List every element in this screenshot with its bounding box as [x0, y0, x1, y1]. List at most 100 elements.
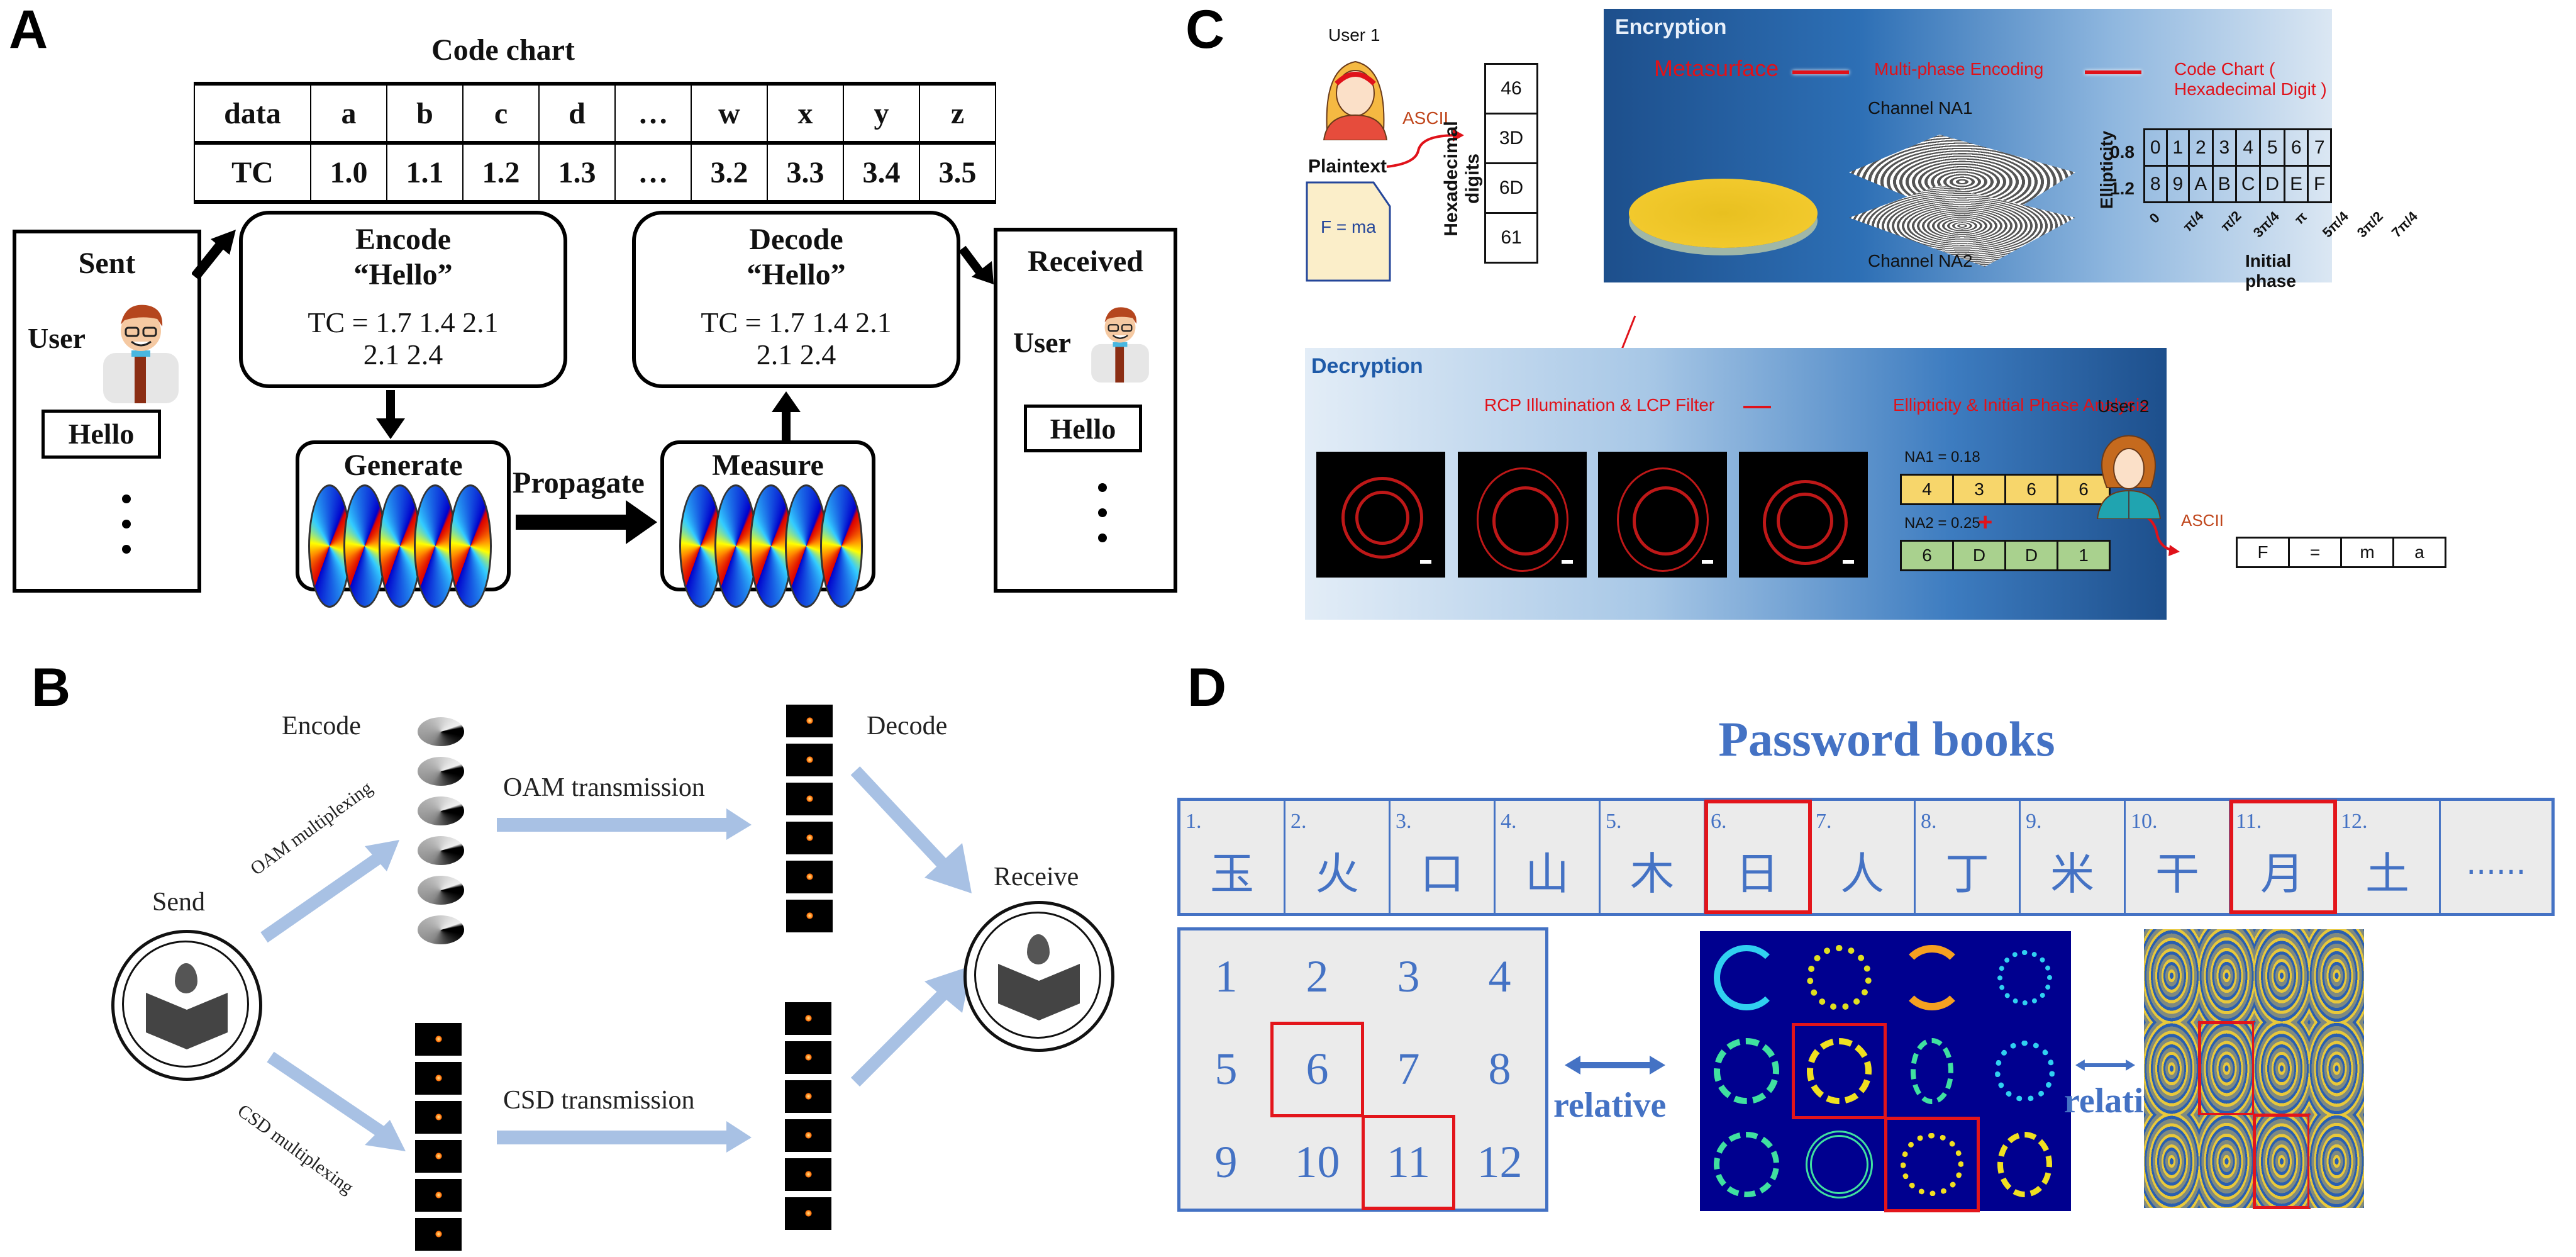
send-label: Send [152, 888, 205, 917]
grid-number-selected: 11 [1362, 1114, 1455, 1210]
hex-code-cell: 7 [2307, 128, 2332, 167]
hex-code-cell: 1 [2165, 128, 2190, 167]
password-book-cell: 4. 山 [1496, 801, 1601, 913]
password-book-char: 土 [2365, 848, 2409, 900]
csd-transmission-label: CSD transmission [503, 1086, 695, 1115]
hologram-image [1458, 452, 1587, 578]
hex-code-cell: 5 [2259, 128, 2285, 167]
arrow-down-icon [376, 390, 405, 439]
code-chart-cell: TC [194, 142, 311, 204]
csd-spot-image [415, 1179, 462, 1212]
sent-message-bubble: Hello [42, 410, 161, 459]
intensity-pattern [1911, 1038, 1953, 1104]
intensity-pattern-grid [1700, 931, 2071, 1212]
password-book-number: 10. [2131, 810, 2158, 833]
result-cell: m [2340, 537, 2394, 568]
phase-tick: π/4 [2179, 208, 2207, 235]
grid-number-selected: 6 [1270, 1022, 1364, 1117]
vortex-phase-image [449, 484, 492, 608]
hex-code-cell: C [2235, 165, 2262, 203]
phase-pattern [2144, 1115, 2199, 1208]
na1-digits: 4 3 6 6 [1900, 474, 2111, 505]
decoded-spot-image [785, 1041, 831, 1074]
na2-digit-cell: 1 [2057, 540, 2111, 571]
grid-number: 3 [1397, 951, 1420, 1002]
code-chart-cell: x [767, 82, 844, 145]
phase-pattern [2309, 929, 2364, 1022]
channel-na1-label: Channel NA1 [1868, 98, 1973, 118]
csd-spot-image [415, 1062, 462, 1095]
hex-code-cell: F [2307, 165, 2332, 203]
received-message-bubble: Hello [1024, 405, 1142, 452]
csd-spot-image [415, 1101, 462, 1134]
intensity-pattern-selected [1884, 1116, 1980, 1212]
password-book-number: 6. [1711, 810, 1727, 833]
user2-label: User 2 [2097, 396, 2150, 416]
decoded-result: F = m a [2236, 537, 2446, 568]
code-chart-cell: c [462, 82, 540, 145]
arrow-icon [850, 966, 972, 1087]
decryption-panel: Decryption RCP Illumination & LCP Filter… [1305, 348, 2167, 620]
hex-code-cell: 6 [2283, 128, 2309, 167]
encryption-title: Encryption [1615, 15, 1727, 39]
oam-mode-image [418, 876, 464, 905]
decode-label: Decode [867, 712, 948, 740]
hex-code-cell: E [2283, 165, 2309, 203]
password-book-number: 4. [1501, 810, 1517, 833]
code-chart-cell: d [538, 82, 616, 145]
csd-spot-image [415, 1140, 462, 1173]
phase-tick: 3π/4 [2250, 208, 2282, 241]
password-book-number: 1. [1185, 810, 1202, 833]
password-book-number: 7. [1816, 810, 1832, 833]
password-book-char: 人 [1840, 848, 1884, 900]
password-book-cell-selected: 6. 日 [1704, 800, 1812, 914]
grid-number: 10 [1294, 1136, 1340, 1187]
decode-title: Decode [749, 223, 843, 256]
code-chart-label: Code Chart ( Hexadecimal Digit ) [2174, 59, 2327, 99]
code-chart-cell: 1.0 [310, 142, 387, 204]
na1-label: NA1 = 0.18 [1904, 449, 1980, 466]
sent-box: Sent User Hello [13, 230, 201, 593]
arrow-right-icon [516, 500, 657, 544]
user-avatar-icon [1091, 307, 1149, 383]
code-chart-cell: w [691, 82, 768, 145]
phase-pattern [2199, 929, 2254, 1022]
analysis-label: Ellipticity & Initial Phase Analysis [1893, 395, 2149, 415]
hex-code-cell: 0 [2143, 128, 2168, 167]
ellipsis-dots [122, 494, 131, 570]
code-chart-cell: … [614, 82, 692, 145]
received-title: Received [1028, 245, 1143, 278]
logo-book-icon [998, 964, 1080, 1020]
csd-encode-column [415, 1023, 462, 1257]
hex-code-chart: 0 1 2 3 4 5 6 7 8 9 A B C D E F [2143, 128, 2332, 203]
hex-code-cell: 3 [2211, 128, 2238, 167]
hex-code-cell: 4 [2235, 128, 2262, 167]
password-book-number: 5. [1606, 810, 1622, 833]
rcp-label: RCP Illumination & LCP Filter [1484, 395, 1715, 415]
encode-tc-line2: 2.1 2.4 [363, 338, 443, 371]
metasurface-disc-image [1629, 179, 1818, 248]
password-book-cell: 10.干 [2126, 801, 2231, 913]
password-book-number: 12. [2341, 810, 2368, 833]
grid-number: 4 [1488, 951, 1511, 1002]
arrow-icon [267, 1051, 406, 1151]
grid-number: 2 [1306, 951, 1329, 1002]
password-book-char: 日 [1735, 848, 1779, 900]
university-logo-send [111, 930, 262, 1081]
hologram-image [1598, 452, 1727, 578]
password-book-char: 山 [1525, 848, 1569, 900]
hex-code-cell: A [2188, 165, 2214, 203]
code-chart-cell: b [386, 82, 464, 145]
ellipticity-value: 1.2 [2110, 179, 2135, 198]
intensity-pattern-selected [1791, 1023, 1887, 1119]
decoded-spot-image [785, 1119, 831, 1152]
code-chart-cell: 3.3 [767, 142, 844, 204]
password-book-cell: 7. 人 [1811, 801, 1916, 913]
password-book-char: 口 [1420, 848, 1464, 900]
phase-pattern [2254, 1022, 2309, 1115]
phase-pattern [2254, 929, 2309, 1022]
metasurface-label: Metasurface [1654, 55, 1779, 81]
vortex-phase-image [820, 484, 863, 608]
code-chart-value-row: TC 1.0 1.1 1.2 1.3 … 3.2 3.3 3.4 3.5 [194, 142, 996, 204]
phase-tick: 3π/2 [2353, 208, 2386, 241]
